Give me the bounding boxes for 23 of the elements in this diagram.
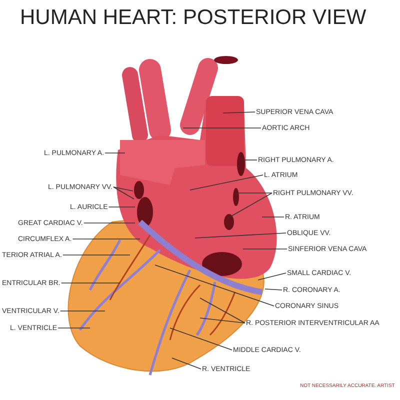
leader-line — [60, 310, 106, 312]
leader-line — [200, 318, 246, 324]
leader-line — [108, 206, 136, 208]
leader-line — [194, 232, 286, 238]
leader-line — [83, 222, 136, 224]
leader-line — [242, 248, 288, 250]
leader-line — [72, 238, 140, 240]
leader-line — [62, 254, 130, 256]
title: HUMAN HEART: POSTERIOR VIEW — [20, 6, 366, 30]
leader-line — [190, 174, 264, 190]
leader-line — [113, 186, 134, 192]
leader-line — [104, 152, 126, 154]
leader-line — [200, 298, 246, 324]
leader-line — [264, 288, 282, 290]
leader-line — [228, 192, 272, 218]
leader-line — [170, 328, 232, 350]
leader-line — [258, 272, 286, 280]
leader-line — [236, 192, 272, 194]
leader-line — [222, 112, 256, 114]
leader-line — [172, 358, 202, 370]
leader-line — [154, 264, 274, 306]
leader-line — [113, 186, 134, 200]
leader-line — [262, 216, 284, 218]
